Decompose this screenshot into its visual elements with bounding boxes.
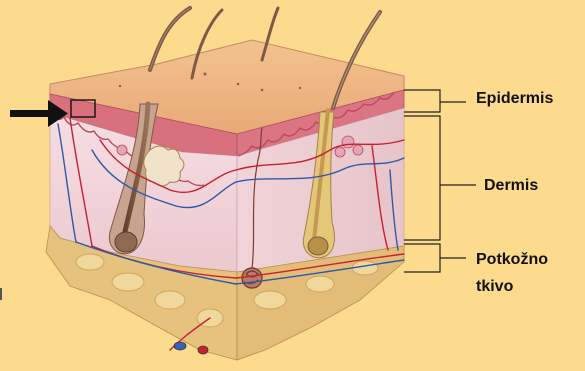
- bracket-dermis: [404, 116, 440, 240]
- label-hypodermis-line2: tkivo: [476, 276, 513, 298]
- bracket-epidermis: [404, 90, 440, 112]
- layer-brackets: [404, 90, 476, 272]
- label-dermis: Dermis: [484, 175, 538, 197]
- label-hypodermis-line1: Potkožno: [476, 249, 548, 271]
- bracket-hypodermis: [404, 244, 440, 272]
- edge-mark: [0, 288, 2, 300]
- label-epidermis: Epidermis: [476, 88, 553, 110]
